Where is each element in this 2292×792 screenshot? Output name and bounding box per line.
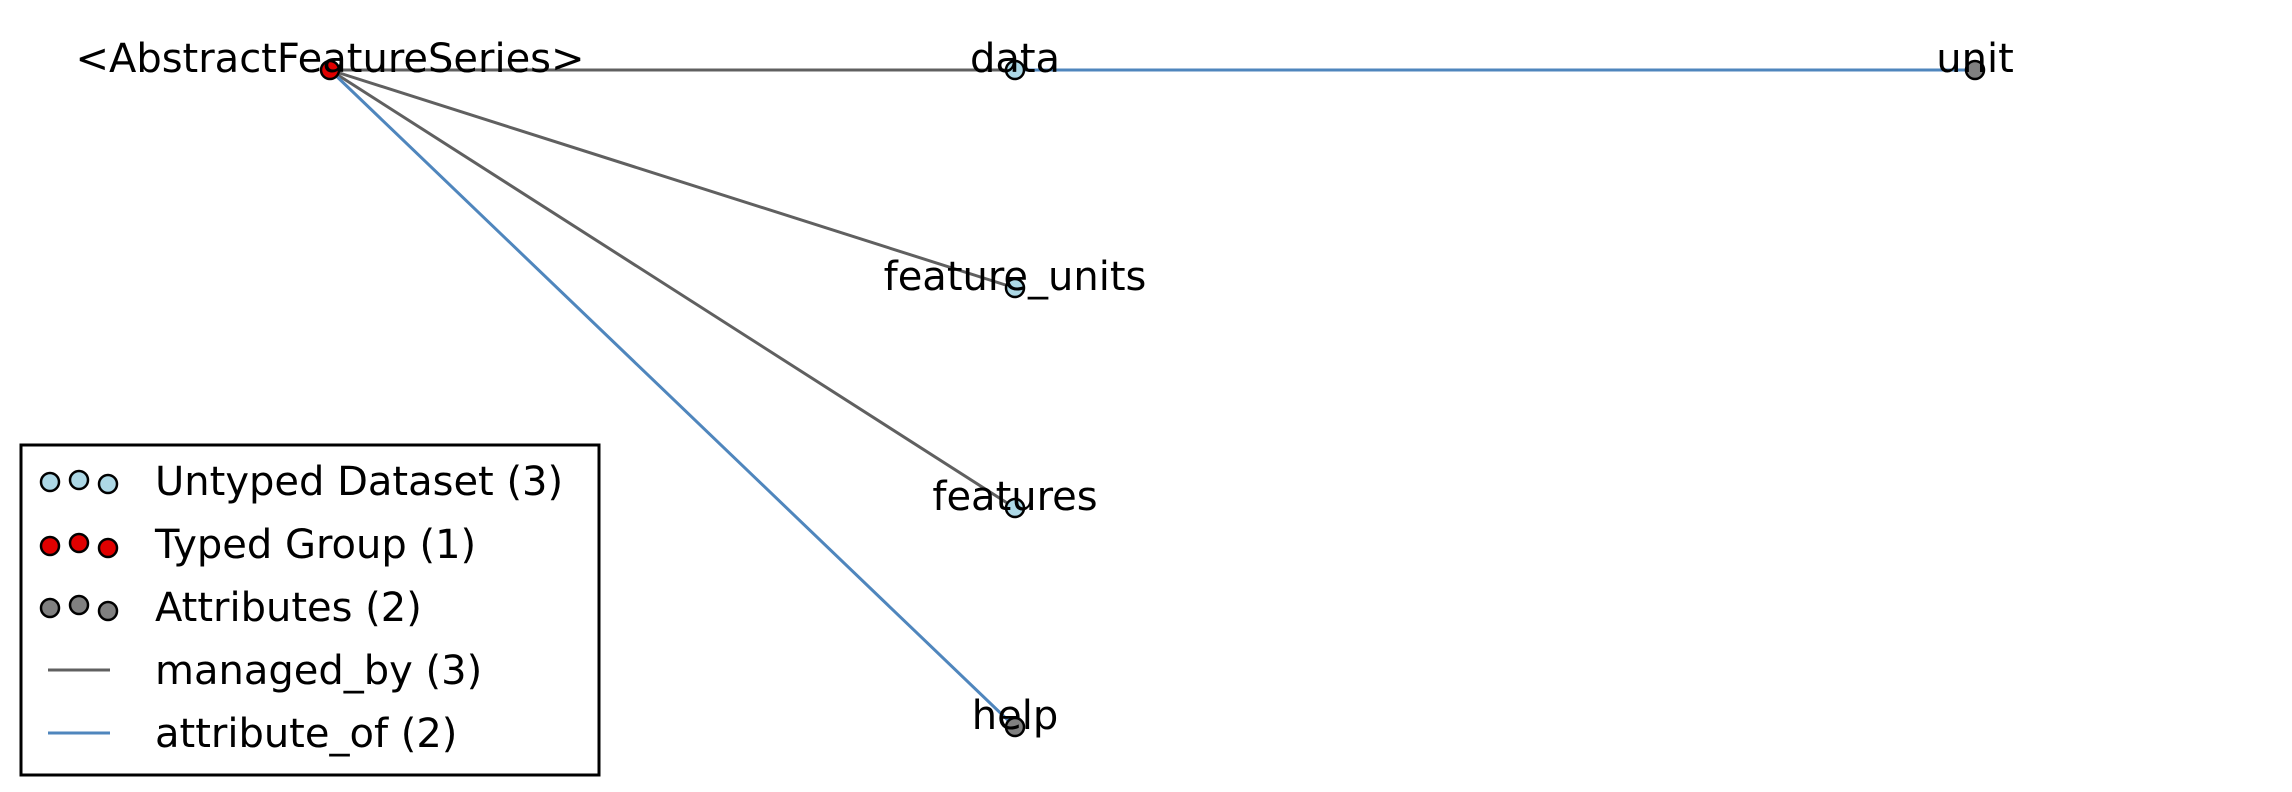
legend-marker	[68, 469, 90, 491]
node-features-marker	[1004, 497, 1026, 519]
legend-marker	[97, 600, 119, 622]
edge-root-feature-units	[329, 68, 1016, 290]
legend-managed-by-label: managed_by (3)	[155, 648, 482, 694]
node-root-label: <AbstractFeatureSeries>	[75, 36, 584, 82]
legend-marker	[39, 597, 61, 619]
legend-attributes-markers	[39, 594, 119, 622]
legend-marker	[68, 532, 90, 554]
node-help-marker	[1004, 716, 1026, 738]
node-root-marker	[319, 59, 341, 81]
node-feature-units-marker	[1004, 277, 1026, 299]
node-labels: <AbstractFeatureSeries> data unit featur…	[75, 36, 2013, 739]
legend-marker	[39, 471, 61, 493]
node-feature-units-label: feature_units	[884, 254, 1147, 300]
nodes	[319, 59, 1986, 738]
edge-root-features	[329, 68, 1016, 510]
node-unit-label: unit	[1936, 36, 2014, 82]
legend-untyped-dataset-label: Untyped Dataset (3)	[155, 459, 563, 505]
legend-typed-group-label: Typed Group (1)	[154, 522, 476, 568]
node-data-marker	[1004, 59, 1026, 81]
legend-marker	[97, 473, 119, 495]
legend-marker	[68, 594, 90, 616]
legend-frame	[19, 443, 601, 777]
legend-marker	[97, 537, 119, 559]
legend-attribute-of-label: attribute_of (2)	[155, 711, 457, 757]
edges	[328, 68, 1975, 729]
node-help-label: help	[972, 693, 1058, 739]
node-data-label: data	[970, 36, 1060, 82]
legend-untyped-dataset-markers	[39, 469, 119, 495]
node-unit-marker	[1964, 59, 1986, 81]
legend: Untyped Dataset (3) Typed Group (1) Attr…	[19, 443, 601, 777]
legend-typed-group-markers	[39, 532, 119, 559]
legend-marker	[39, 535, 61, 557]
legend-attributes-label: Attributes (2)	[155, 585, 422, 631]
node-features-label: features	[932, 474, 1097, 520]
edge-root-help	[328, 68, 1017, 729]
